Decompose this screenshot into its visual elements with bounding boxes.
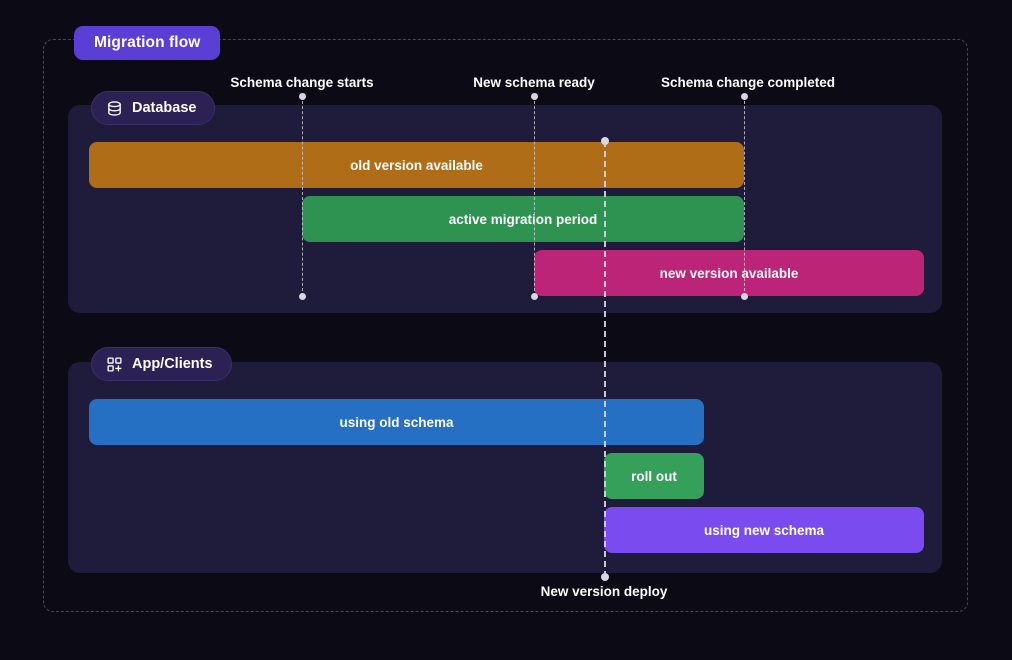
lane-badge-app-clients-label: App/Clients xyxy=(132,356,213,372)
marker-label-new-schema-ready-text: New schema ready xyxy=(473,75,595,90)
bar-roll-out-label: roll out xyxy=(631,468,677,484)
marker-label-schema-change-starts-text: Schema change starts xyxy=(230,75,374,90)
marker-label-new-version-deploy-text: New version deploy xyxy=(540,584,668,599)
marker-label-new-schema-ready: New schema ready xyxy=(473,75,595,90)
marker-label-schema-change-completed-text: Schema change completed xyxy=(660,75,836,90)
marker-label-schema-change-starts: Schema change starts xyxy=(230,75,373,90)
migration-flow-badge: Migration flow xyxy=(74,26,221,60)
app-grid-add-icon xyxy=(106,356,123,373)
bar-new-version-available: new version available xyxy=(534,250,924,296)
bar-old-version-available: old version available xyxy=(89,142,744,188)
bar-using-new-schema: using new schema xyxy=(604,507,924,553)
bar-active-migration-period-label: active migration period xyxy=(448,211,598,227)
bar-using-new-schema-label: using new schema xyxy=(703,522,825,538)
bar-old-version-available-label: old version available xyxy=(350,157,483,173)
database-icon xyxy=(106,100,123,117)
bar-using-old-schema: using old schema xyxy=(89,399,704,445)
marker-label-new-version-deploy: New version deploy xyxy=(541,584,668,599)
bar-new-version-available-label: new version available xyxy=(659,265,799,281)
bar-using-old-schema-label: using old schema xyxy=(339,414,454,430)
lane-badge-database: Database xyxy=(91,91,216,125)
marker-label-schema-change-completed: Schema change completed xyxy=(661,75,835,90)
migration-flow-badge-label: Migration flow xyxy=(94,34,201,51)
lane-badge-database-label: Database xyxy=(132,100,197,116)
bar-active-migration-period: active migration period xyxy=(302,196,744,242)
bar-roll-out: roll out xyxy=(604,453,704,499)
diagram-outer-frame xyxy=(43,39,968,612)
lane-badge-app-clients: App/Clients xyxy=(91,347,232,381)
